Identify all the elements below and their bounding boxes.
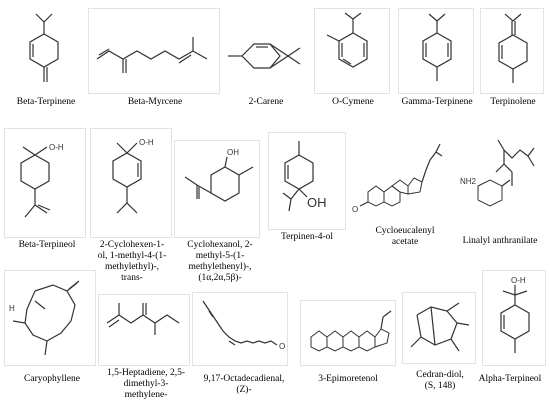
label-cyclohexanol: Cyclohexanol, 2- methyl-5-(1- methylethe…: [187, 240, 253, 283]
panel-2-carene: [222, 8, 308, 94]
structure-cyclohexenol: O-H: [112, 138, 154, 214]
label-terpinolene: Terpinolene: [490, 97, 536, 107]
label-beta-myrcene: Beta-Myrcene: [127, 97, 183, 107]
panel-beta-myrcene: [88, 8, 220, 94]
structure-cedran-diol: [410, 302, 470, 352]
label-2-carene: 2-Carene: [248, 97, 284, 107]
structure-terpinolene: [498, 13, 528, 83]
structure-cycloeucalenyl-acetate: O: [352, 143, 443, 214]
structure-gamma-terpinene: [422, 13, 452, 81]
label-cedran-diol: Cedran-diol, (S, 148): [416, 370, 464, 391]
panel-beta-terpineol: O-H: [4, 128, 86, 238]
atom-label-h: H: [9, 304, 15, 313]
label-terpinen-4-ol: Terpinen-4-ol: [280, 232, 334, 242]
structure-octadecadienal: O: [202, 300, 285, 351]
structure-beta-terpineol: O-H: [20, 143, 64, 218]
label-beta-terpineol: Beta-Terpineol: [18, 240, 76, 250]
atom-label-oh3: OH: [227, 148, 239, 157]
panel-cedran-diol: [402, 292, 476, 364]
atom-label-o2: O: [279, 342, 285, 351]
panel-heptadiene: [98, 294, 190, 366]
structure-heptadiene: [106, 303, 180, 335]
atom-label-o: O: [352, 205, 358, 214]
structure-caryophyllene: H: [9, 280, 80, 356]
label-heptadiene: 1,5-Heptadiene, 2,5- dimethyl-3- methyle…: [106, 368, 186, 400]
label-alpha-terpineol: Alpha-Terpineol: [478, 374, 542, 384]
label-cyclohexenol: 2-Cyclohexen-1- ol, 1-methyl-4-(1- methy…: [97, 240, 167, 283]
panel-3-epimoretenol: [300, 300, 396, 366]
label-beta-terpinene: Beta-Terpinene: [16, 97, 76, 107]
atom-label-oh4: OH: [307, 195, 327, 210]
label-gamma-terpinene: Gamma-Terpinene: [401, 97, 473, 107]
panel-octadecadienal: O: [192, 292, 288, 366]
atom-label-nh2: NH2: [460, 177, 477, 186]
atom-label-oh2: O-H: [139, 138, 154, 147]
label-o-cymene: O-Cymene: [332, 97, 374, 107]
label-caryophyllene: Caryophyllene: [24, 374, 80, 384]
panel-cyclohexanol: OH: [174, 140, 260, 238]
structure-cyclohexanol: OH: [184, 148, 254, 202]
label-cycloeucalenyl-acetate: Cycloeucalenyl acetate: [375, 226, 435, 247]
structure-2-carene: [228, 43, 301, 69]
panel-linalyl-anthranilate: NH2: [452, 130, 548, 234]
panel-gamma-terpinene: [398, 8, 474, 94]
panel-cyclohexenol: O-H: [90, 128, 172, 238]
atom-label-oh5: O-H: [511, 276, 526, 285]
panel-terpinolene: [480, 8, 544, 94]
panel-cycloeucalenyl-acetate: O: [350, 130, 446, 226]
label-octadecadienal: 9,17-Octadecadienal, (Z)-: [203, 374, 285, 395]
atom-label-oh: O-H: [49, 143, 64, 152]
panel-o-cymene: [314, 8, 390, 94]
panel-caryophyllene: H: [4, 270, 96, 366]
structure-linalyl-anthranilate: NH2: [460, 139, 535, 207]
panel-terpinen-4-ol: OH: [268, 132, 346, 230]
panel-beta-terpinene: [4, 4, 84, 94]
structure-beta-myrcene: [96, 37, 208, 73]
structure-alpha-terpineol: O-H: [500, 276, 530, 353]
panel-alpha-terpineol: O-H: [482, 270, 546, 366]
structure-beta-terpinene: [29, 13, 59, 82]
label-linalyl-anthranilate: Linalyl anthranilate: [462, 236, 538, 246]
structure-terpinen-4-ol: OH: [282, 141, 327, 212]
label-3-epimoretenol: 3-Epimoretenol: [318, 374, 378, 384]
structure-o-cymene: [326, 12, 368, 68]
structure-3-epimoretenol: [310, 310, 392, 352]
